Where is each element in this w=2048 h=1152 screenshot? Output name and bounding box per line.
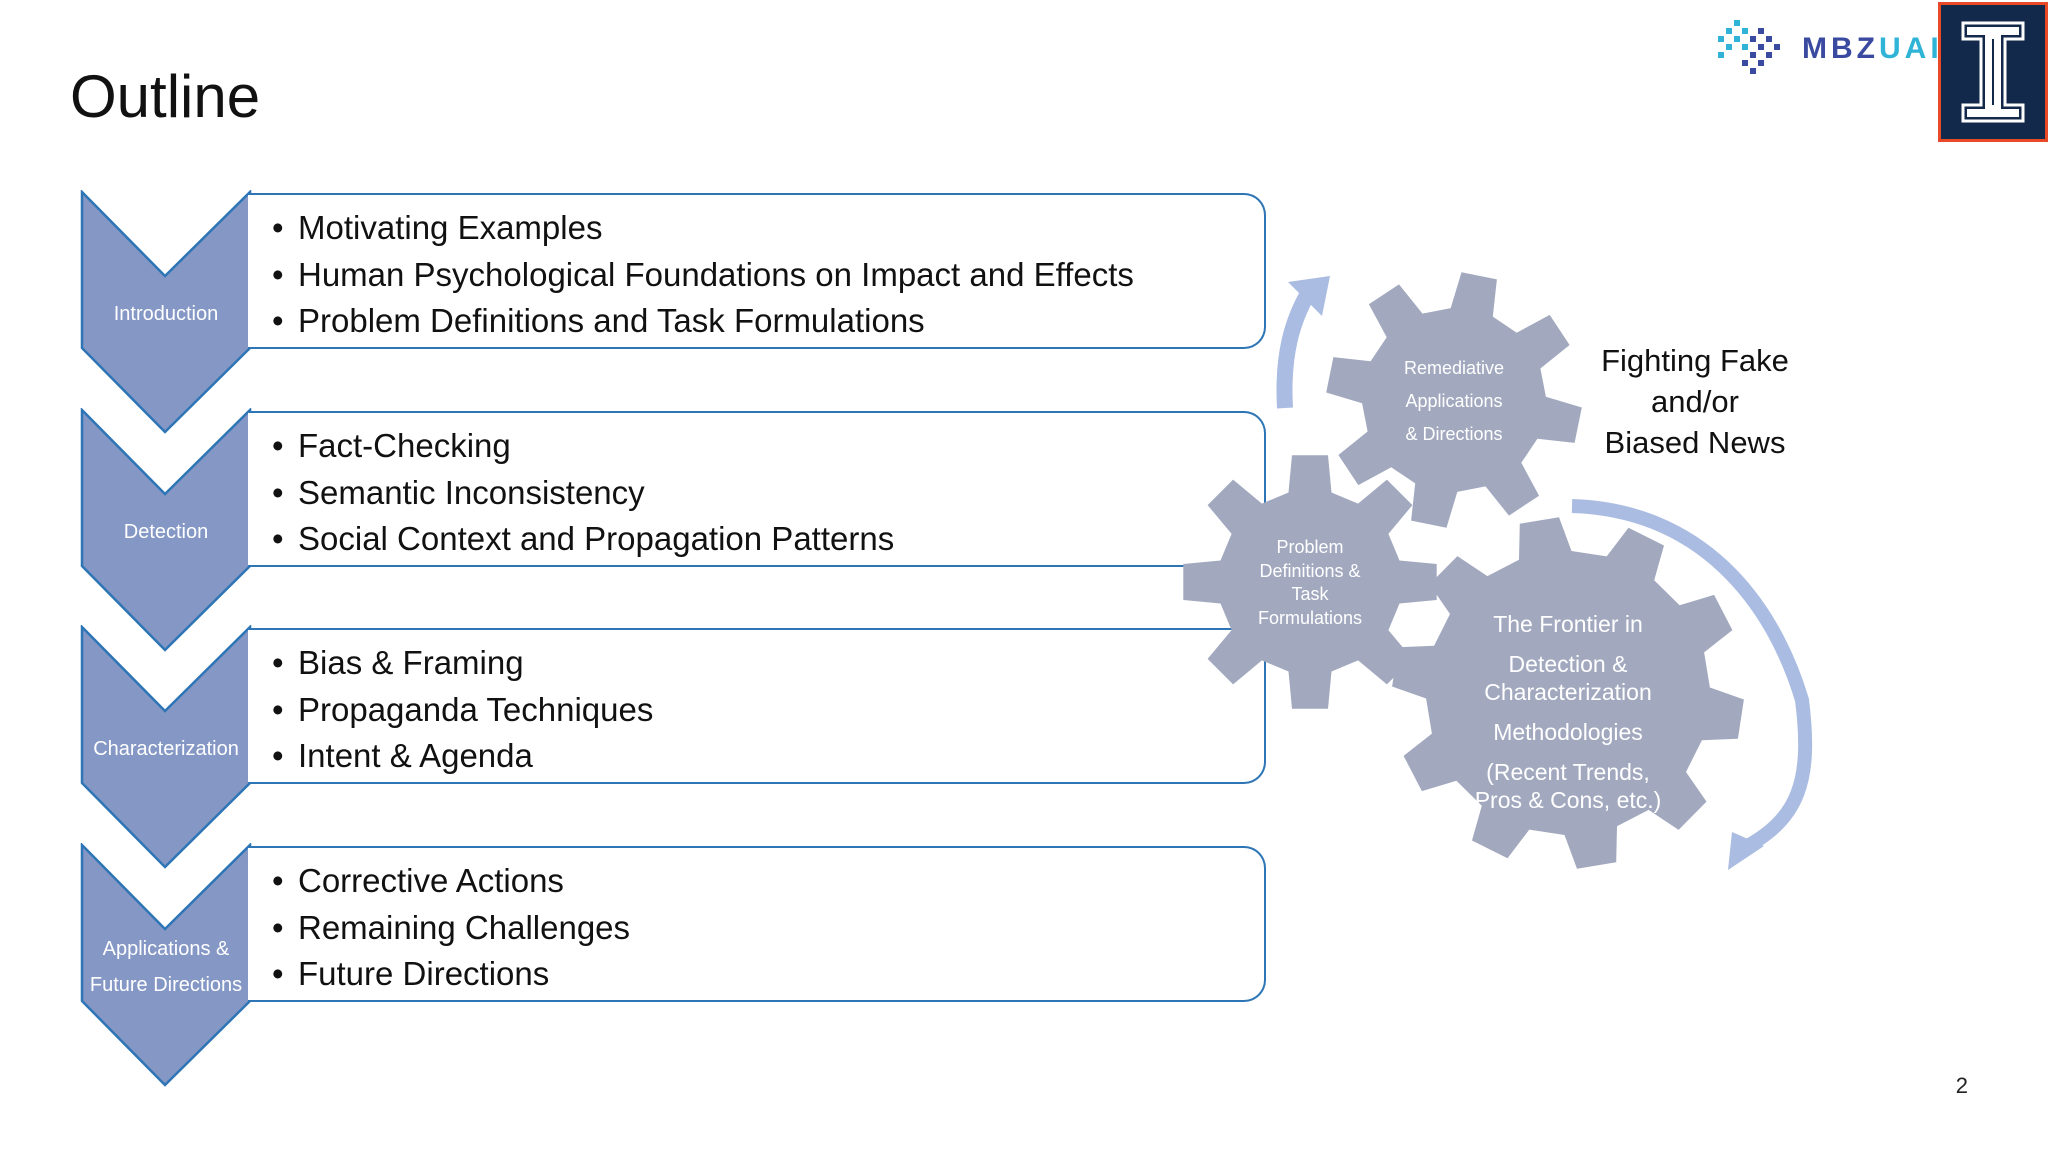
topic-text: Remaining Challenges: [298, 908, 631, 946]
bullet-dot: •: [272, 427, 284, 464]
topic-text: Human Psychological Foundations on Impac…: [298, 255, 1134, 293]
outline-stages: Introduction • Motivating Examples • Human P…: [80, 190, 1266, 1087]
topic-text: Motivating Examples: [298, 209, 603, 246]
fighting-label-line: Biased News: [1604, 425, 1786, 460]
gear-label-line: Methodologies: [1493, 719, 1643, 745]
topic-list: • Corrective Actions • Remaining Challenges…: [248, 848, 1264, 998]
topic-bullet: • Semantic Inconsistency: [272, 470, 1264, 517]
topic-bullet: • Motivating Examples: [272, 205, 1264, 252]
topic-text: Propaganda Techniques: [298, 690, 654, 728]
topic-text: Bias & Framing: [298, 644, 524, 681]
gear-label-line: Pros & Cons, etc.): [1474, 787, 1662, 813]
bullet-dot: •: [272, 644, 284, 681]
stage-topic-box: • Motivating Examples • Human Psychological…: [248, 193, 1266, 349]
illinois-block-i-icon: [1961, 21, 2025, 123]
bullet-dot: •: [272, 955, 284, 992]
topic-text: Intent & Agenda: [298, 737, 533, 774]
stage-label: Detection: [80, 514, 252, 550]
gear-problem-definitions-icon: [1183, 455, 1437, 709]
topic-text: Problem Definitions and Task Formulation…: [298, 302, 925, 339]
gear-diagram: [1183, 272, 1813, 870]
stage-label-line: Detection: [123, 521, 209, 543]
gear-label-line: Characterization: [1484, 679, 1652, 705]
page-number: 2: [1955, 1073, 1968, 1098]
topic-bullet: • Future Directions: [272, 951, 1264, 998]
stage-label-line: Future Directions: [89, 974, 243, 996]
topic-list: • Motivating Examples • Human Psychological…: [248, 195, 1264, 345]
gear-label-line: Remediative: [1403, 358, 1505, 378]
illinois-logo-icon: [1938, 2, 2048, 142]
topic-bullet: • Bias & Framing: [272, 640, 1264, 687]
stage-chevron: Applications & Future Directions: [80, 843, 252, 1087]
gear-label-line: Detection &: [1508, 651, 1628, 677]
fighting-label-line: and/or: [1651, 384, 1739, 419]
bullet-dot: •: [272, 908, 284, 946]
gear-label-line: Task: [1291, 584, 1329, 604]
gear-label-line: The Frontier in: [1493, 611, 1643, 637]
mbzuai-wordmark: MBZUAI: [1802, 32, 1943, 66]
topic-list: • Fact-Checking • Semantic Inconsistency • So…: [248, 413, 1264, 563]
mbzuai-logo-icon: [1718, 20, 1780, 74]
bullet-dot: •: [272, 473, 284, 511]
topic-bullet: • Corrective Actions: [272, 858, 1264, 905]
gear-label-line: Definitions &: [1259, 560, 1361, 581]
topic-list: • Bias & Framing • Propaganda Techniques • In…: [248, 630, 1264, 780]
mbzuai-wordmark-part2: UAI: [1878, 32, 1943, 65]
topic-bullet: • Intent & Agenda: [272, 733, 1264, 780]
gear-label-line: (Recent Trends,: [1486, 759, 1650, 785]
bullet-dot: •: [272, 209, 284, 246]
bullet-dot: •: [272, 862, 284, 899]
stage-label: Characterization: [80, 731, 252, 767]
topic-text: Fact-Checking: [298, 427, 511, 464]
slide-title: Outline: [70, 63, 261, 130]
stage-label-line: Introduction: [113, 303, 219, 325]
topic-bullet: • Fact-Checking: [272, 423, 1264, 470]
stage-chevron: Introduction: [80, 190, 252, 434]
topic-bullet: • Human Psychological Foundations on Impa…: [272, 252, 1264, 299]
topic-text: Future Directions: [298, 955, 550, 992]
stage-chevron: Characterization: [80, 625, 252, 869]
topic-bullet: • Propaganda Techniques: [272, 687, 1264, 734]
stage-label: Introduction: [80, 296, 252, 332]
topic-bullet: • Problem Definitions and Task Formulatio…: [272, 298, 1264, 345]
bullet-dot: •: [272, 737, 284, 774]
stage-topic-box: • Fact-Checking • Semantic Inconsistency • So…: [248, 411, 1266, 567]
fighting-label-line: Fighting Fake: [1601, 343, 1789, 378]
logo-area: MBZUAI: [1710, 0, 2048, 145]
curved-arrow-up-icon: [1276, 276, 1330, 409]
stage-topic-box: • Corrective Actions • Remaining Challenges…: [248, 846, 1266, 1002]
topic-bullet: • Social Context and Propagation Patterns: [272, 516, 1264, 563]
gear-frontier-icon: [1392, 517, 1744, 869]
gear-label-line: Problem: [1276, 537, 1344, 557]
gear-remediative-icon: [1326, 272, 1582, 528]
bullet-dot: •: [272, 520, 284, 557]
stage-topic-box: • Bias & Framing • Propaganda Techniques • In…: [248, 628, 1266, 784]
topic-text: Social Context and Propagation Patterns: [298, 520, 895, 557]
topic-text: Semantic Inconsistency: [298, 473, 645, 511]
mbzuai-wordmark-part1: MBZ: [1802, 32, 1879, 65]
stage-chevron: Detection: [80, 408, 252, 652]
gear-label-line: Formulations: [1257, 607, 1363, 628]
bullet-dot: •: [272, 255, 284, 293]
curved-arrow-down-icon: [1571, 499, 1813, 870]
stage-label-line: Characterization: [93, 738, 239, 760]
topic-bullet: • Remaining Challenges: [272, 905, 1264, 952]
bullet-dot: •: [272, 302, 284, 339]
gear-label-frontier: The Frontier in Detection &Characterizati…: [1475, 610, 1662, 814]
stage-label: Applications & Future Directions: [80, 931, 252, 1003]
stage-label-line: Applications &: [102, 938, 230, 960]
gear-label-line: Applications: [1405, 391, 1503, 411]
bullet-dot: •: [272, 690, 284, 728]
gear-label-line: & Directions: [1405, 424, 1503, 444]
topic-text: Corrective Actions: [298, 862, 564, 899]
